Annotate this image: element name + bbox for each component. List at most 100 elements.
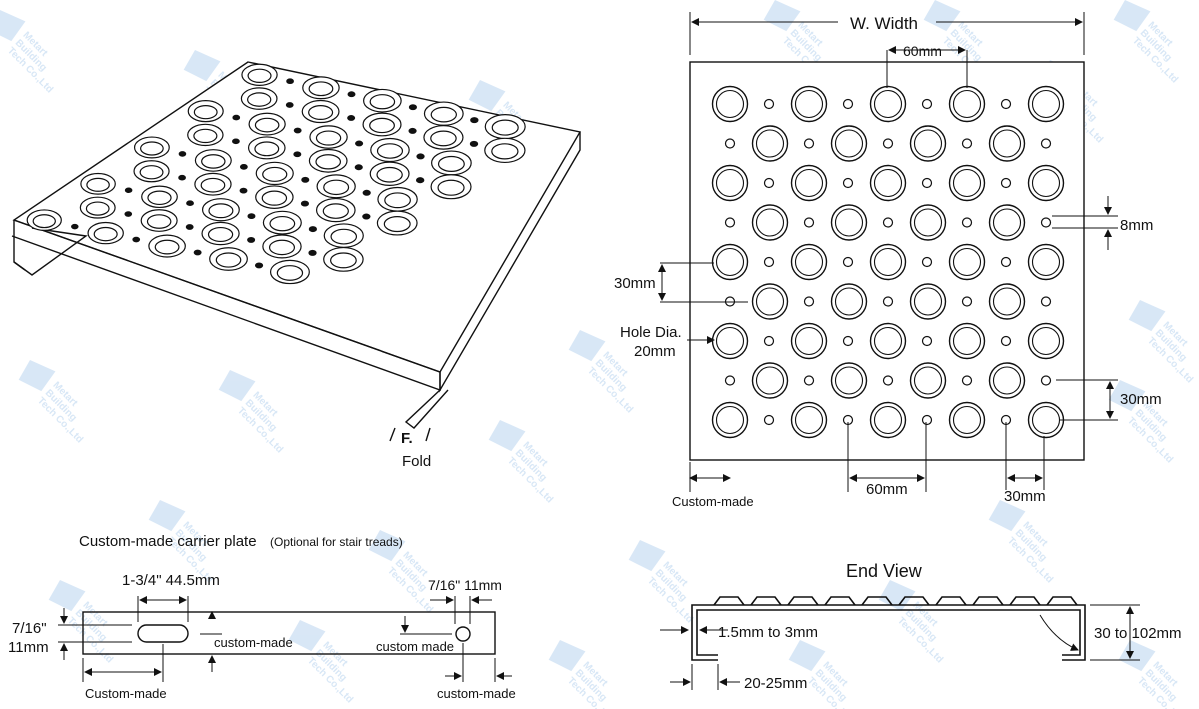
drain-hole bbox=[293, 151, 302, 158]
dimple-hole bbox=[909, 125, 947, 162]
drain-hole bbox=[961, 296, 973, 307]
dimple-hole-inner bbox=[834, 366, 864, 395]
dimple-hole bbox=[790, 322, 828, 360]
bottom-pitch-label: 60mm bbox=[866, 481, 908, 498]
watermark-logo bbox=[878, 580, 916, 612]
end-view-dimensions bbox=[660, 604, 1140, 690]
dimple-hole-inner bbox=[430, 130, 457, 147]
thickness-label: 1.5mm to 3mm bbox=[718, 624, 818, 641]
fold-label: Fold bbox=[402, 453, 431, 470]
drain-hole bbox=[362, 213, 371, 220]
dimple-hole bbox=[830, 125, 868, 162]
small-hole-label: 8mm bbox=[1120, 217, 1153, 234]
drain-hole bbox=[961, 217, 973, 228]
dimple-hole bbox=[869, 243, 907, 281]
drain-hole bbox=[842, 177, 854, 189]
dimple-hole-inner bbox=[262, 166, 288, 182]
row-pitch-right-label: 30mm bbox=[1120, 391, 1162, 408]
dimple-hole-inner bbox=[715, 168, 745, 198]
dimple-hole-inner bbox=[755, 366, 785, 395]
drain-hole bbox=[239, 164, 248, 170]
plan-dimensions bbox=[658, 12, 1118, 492]
dimple-hole-inner bbox=[1031, 405, 1061, 435]
end-profile-bumps bbox=[713, 596, 1078, 606]
drain-hole bbox=[1000, 335, 1012, 347]
dimple-hole-inner bbox=[261, 190, 288, 206]
hole-dia-value: 20mm bbox=[634, 343, 676, 360]
drain-hole bbox=[232, 114, 241, 121]
dimple-hole-inner bbox=[369, 117, 395, 134]
drain-hole bbox=[882, 217, 894, 228]
height-label: 30 to 102mm bbox=[1094, 625, 1182, 642]
dimple-hole-inner bbox=[269, 215, 296, 232]
dimple-hole-inner bbox=[86, 177, 110, 192]
dimple-hole-inner bbox=[430, 106, 457, 123]
dimple-hole-inner bbox=[146, 214, 172, 229]
dimple-hole bbox=[711, 401, 749, 439]
watermark-logo bbox=[183, 50, 221, 82]
dimple-hole-inner bbox=[1031, 89, 1061, 119]
drain-hole bbox=[1040, 138, 1052, 149]
dimple-hole bbox=[1027, 164, 1065, 202]
watermark-logo bbox=[568, 330, 606, 362]
dimple-hole-inner bbox=[140, 141, 164, 156]
watermark-logo bbox=[48, 580, 86, 612]
dimple-hole bbox=[988, 283, 1026, 320]
dimple-hole-inner bbox=[383, 216, 411, 233]
fold-label-f: F. bbox=[401, 430, 413, 447]
dimple-hole-inner bbox=[794, 405, 824, 435]
dimple-hole-inner bbox=[308, 81, 334, 97]
drain-hole bbox=[1040, 375, 1052, 386]
carrier-dimensions bbox=[58, 596, 512, 682]
dimple-hole-inner bbox=[755, 287, 785, 316]
watermark-logo bbox=[628, 540, 666, 572]
drain-hole bbox=[254, 262, 264, 269]
watermark-logo bbox=[148, 500, 186, 532]
drain-hole bbox=[882, 296, 894, 307]
drain-hole bbox=[132, 236, 141, 243]
dimple-hole-inner bbox=[247, 68, 272, 84]
drain-hole bbox=[308, 226, 317, 233]
dimple-hole-inner bbox=[1031, 168, 1061, 198]
dimple-hole-inner bbox=[32, 214, 56, 229]
drain-hole bbox=[286, 78, 294, 85]
carrier-plate-title: Custom-made carrier plate bbox=[79, 533, 257, 550]
dimple-hole bbox=[751, 362, 789, 399]
dimple-hole-inner bbox=[834, 208, 864, 237]
dimple-hole-inner bbox=[330, 252, 357, 269]
drain-hole bbox=[921, 98, 933, 110]
dimple-hole-inner bbox=[207, 226, 234, 243]
dimple-hole bbox=[869, 85, 907, 123]
dimple-hole-inner bbox=[330, 228, 358, 245]
plan-custom-made-label: Custom-made bbox=[672, 494, 754, 509]
end-profile-inner bbox=[696, 609, 1081, 656]
drain-hole bbox=[921, 256, 933, 268]
dimple-hole bbox=[711, 243, 749, 281]
dimple-hole-inner bbox=[755, 208, 785, 237]
carrier-hole bbox=[455, 626, 471, 642]
dimple-hole-inner bbox=[147, 190, 172, 206]
drain-hole bbox=[247, 237, 256, 243]
plan-hole-pattern bbox=[711, 85, 1065, 439]
drain-hole bbox=[308, 249, 317, 256]
slot-height-label: 7/16" bbox=[12, 620, 47, 637]
dimple-hole bbox=[988, 204, 1026, 241]
dimple-hole-inner bbox=[992, 208, 1022, 237]
drain-hole bbox=[355, 140, 364, 147]
hole-dia-label: Hole Dia. bbox=[620, 324, 682, 341]
drain-hole bbox=[186, 200, 194, 207]
dimple-hole-inner bbox=[873, 326, 903, 356]
watermark-logo bbox=[788, 640, 826, 672]
drain-hole bbox=[415, 177, 425, 184]
drain-hole bbox=[239, 187, 248, 194]
drain-hole bbox=[921, 335, 933, 347]
drain-hole bbox=[285, 102, 294, 108]
dimple-hole-inner bbox=[208, 203, 234, 219]
